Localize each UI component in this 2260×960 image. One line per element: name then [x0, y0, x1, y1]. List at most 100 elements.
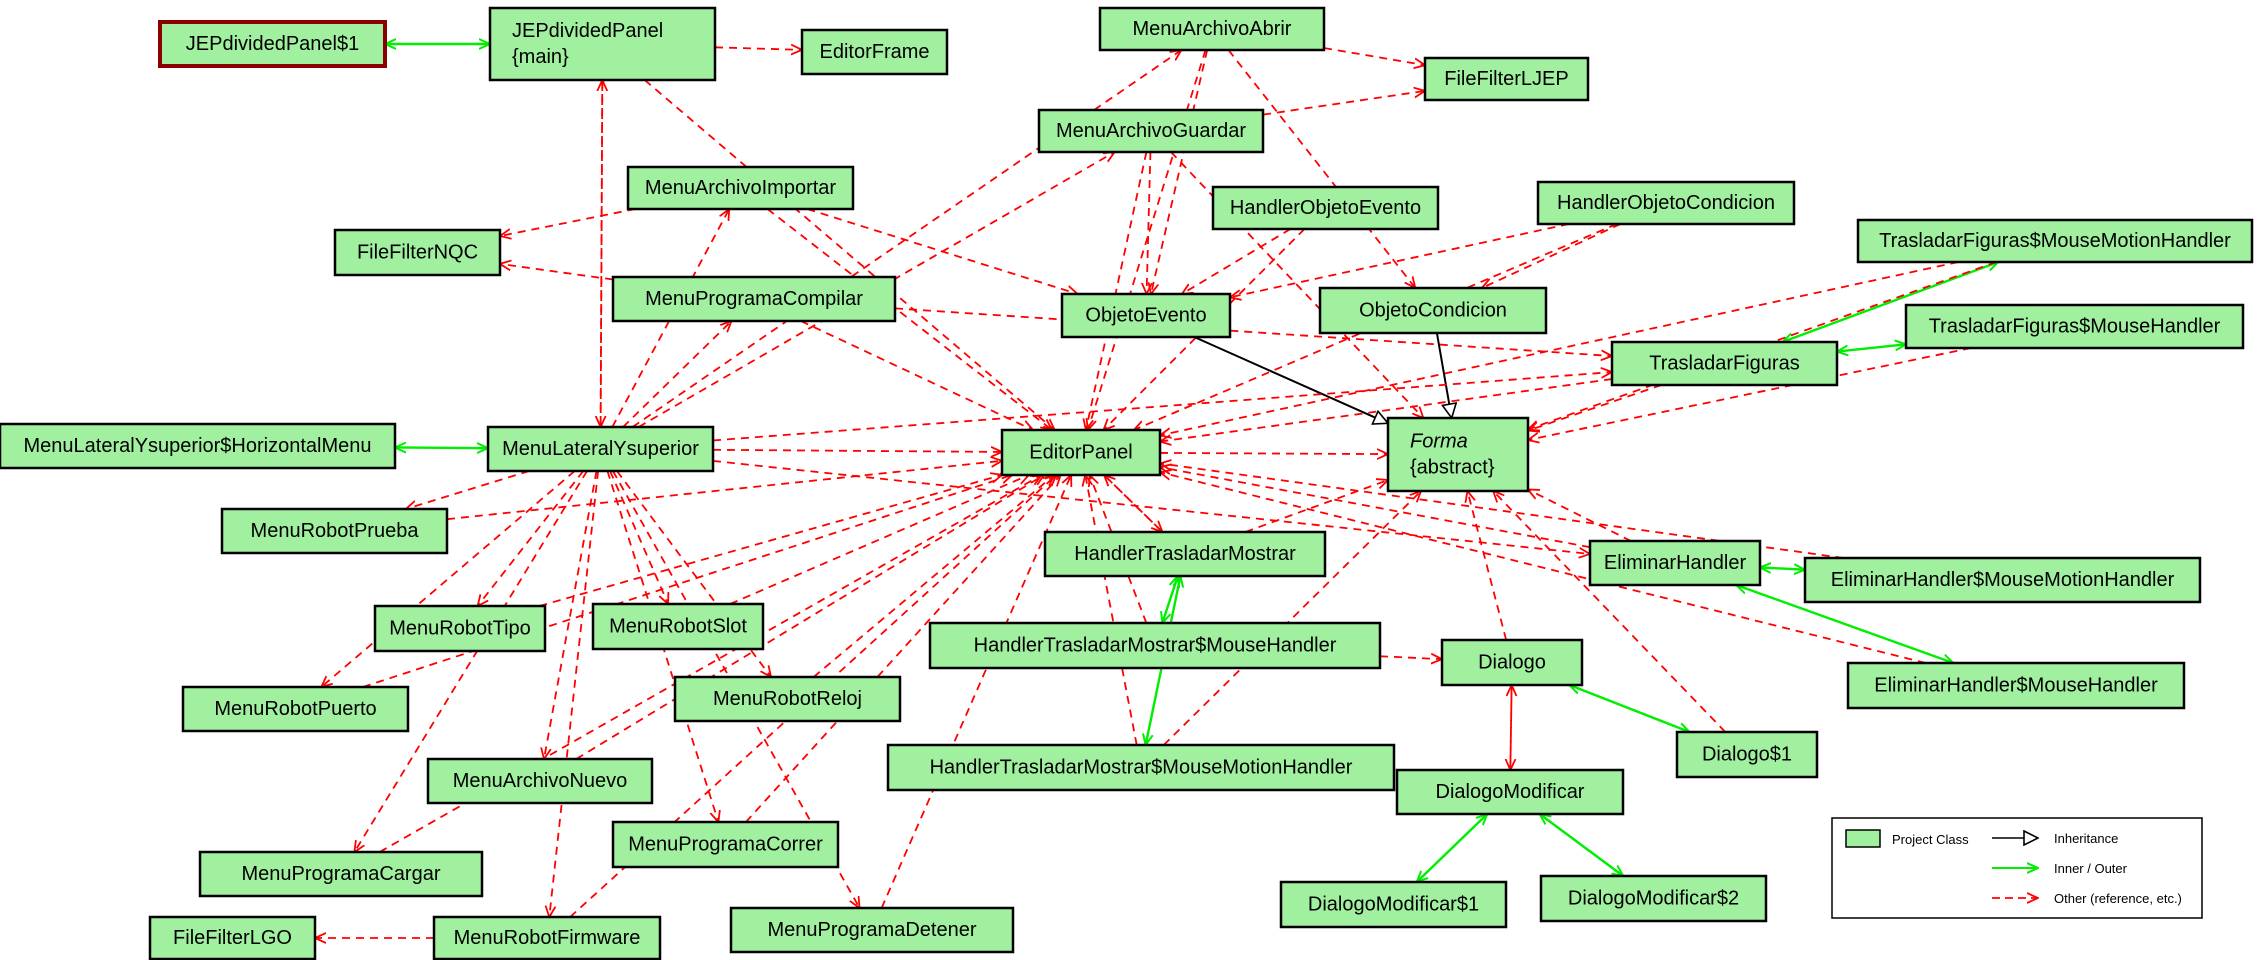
- class-node-dialogomodificar1[interactable]: DialogoModificar$1: [1279, 880, 1508, 929]
- class-node-eliminarmousemotion[interactable]: EliminarHandler$MouseMotionHandler: [1803, 556, 2202, 604]
- class-node-box: [626, 165, 855, 211]
- class-node-dialogo1[interactable]: Dialogo$1: [1675, 730, 1819, 779]
- edge-other-menuarchivoabrir-to-objetocondicion: [1227, 49, 1415, 288]
- class-node-handlerobjetocondicion[interactable]: HandlerObjetoCondicion: [1536, 180, 1796, 226]
- class-node-dialogomodificar[interactable]: DialogoModificar: [1395, 768, 1625, 816]
- edge-other-handlertrasladarmostrar-to-editorpanel: [1104, 475, 1164, 533]
- class-node-trasladarmousehandler[interactable]: TrasladarFiguras$MouseHandler: [1904, 303, 2245, 350]
- class-node-menurobotprueba[interactable]: MenuRobotPrueba: [220, 507, 449, 555]
- class-node-htmmousemotion[interactable]: HandlerTrasladarMostrar$MouseMotionHandl…: [886, 743, 1396, 792]
- class-node-eliminarhandler[interactable]: EliminarHandler: [1588, 539, 1762, 587]
- edge-other-menulateral-to-editorpanel: [712, 450, 1002, 452]
- edge-other-menuarchivoabrir-to-editorpanel: [1088, 49, 1207, 430]
- edge-other-handlerobjetoevento-to-objetoevento: [1182, 228, 1291, 294]
- class-node-label: MenuRobotReloj: [713, 688, 862, 710]
- edge-other-menulateral-to-trasladarfiguras: [712, 372, 1612, 442]
- class-node-menuprogramacargar[interactable]: MenuProgramaCargar: [198, 850, 484, 898]
- class-node-menuarchivoguardar[interactable]: MenuArchivoGuardar: [1037, 108, 1265, 154]
- legend-project-class-swatch: [1845, 829, 1881, 848]
- class-node-box: [1395, 768, 1625, 816]
- class-node-box: [1904, 303, 2245, 350]
- class-node-jepdpmain[interactable]: JEPdividedPanel{main}: [488, 6, 717, 82]
- edge-other-menurobotslot-to-editorpanel: [729, 475, 1029, 605]
- legend: Project Class Inheritance Inner / Outer …: [1831, 817, 2203, 919]
- class-node-label: FileFilterLGO: [173, 927, 292, 949]
- edge-other-eliminarmousehandler-to-editorpanel: [1160, 472, 1926, 664]
- nodes-layer: JEPdividedPanel$1 JEPdividedPanel{main} Ed…: [0, 6, 2254, 960]
- class-node-label: HandlerObjetoEvento: [1230, 197, 1421, 219]
- edge-other-menulateral-to-menuprogramacompilar: [622, 321, 731, 428]
- class-node-label: MenuProgramaCorrer: [628, 834, 823, 856]
- class-node-label: {main}: [512, 46, 569, 68]
- class-node-menuarchivoimportar[interactable]: MenuArchivoImportar: [626, 165, 855, 211]
- class-node-box: [673, 675, 902, 723]
- class-node-menuprogramacompilar[interactable]: MenuProgramaCompilar: [611, 275, 897, 323]
- class-node-objetoevento[interactable]: ObjetoEvento: [1060, 292, 1232, 339]
- class-node-handlerobjetoevento[interactable]: HandlerObjetoEvento: [1211, 185, 1440, 231]
- class-node-label: EliminarHandler$MouseHandler: [1874, 675, 2158, 697]
- class-node-menuprogramacorrer[interactable]: MenuProgramaCorrer: [611, 820, 840, 869]
- edge-inner-dialogo1-to-dialogo: [1569, 685, 1689, 732]
- edge-other-menulateral-to-menuprogramacargar: [354, 470, 588, 852]
- class-node-box: [1675, 730, 1819, 779]
- edge-other-menulateral-to-menurobotfirmware: [549, 470, 599, 917]
- class-node-box: [432, 915, 662, 960]
- class-node-label: {abstract}: [1410, 457, 1495, 479]
- class-node-trasladarmousemotion[interactable]: TrasladarFiguras$MouseMotionHandler: [1856, 218, 2254, 264]
- class-node-dialogo[interactable]: Dialogo: [1440, 638, 1584, 687]
- class-node-trasladarfiguras[interactable]: TrasladarFiguras: [1610, 340, 1839, 387]
- edge-other-menuarchivoguardar-to-objetoevento: [1147, 151, 1151, 294]
- edge-other-eliminarhandler-to-editorpanel: [1160, 467, 1591, 549]
- class-node-menulateralhorizontal[interactable]: MenuLateralYsuperior$HorizontalMenu: [0, 422, 397, 470]
- class-node-box: [0, 422, 397, 470]
- class-node-label: EliminarHandler: [1604, 552, 1747, 574]
- class-node-menurobottipo[interactable]: MenuRobotTipo: [373, 604, 547, 653]
- edge-other-menuarchivoimportar-to-filefilternqc: [500, 208, 636, 236]
- edge-inherit-objetocondicion-to-forma: [1435, 332, 1452, 418]
- class-node-label: MenuRobotSlot: [609, 616, 747, 638]
- edge-other-menulateral-to-menurobottipo: [478, 470, 584, 606]
- class-node-label: JEPdividedPanel$1: [186, 33, 359, 55]
- class-node-menurobotpuerto[interactable]: MenuRobotPuerto: [181, 685, 410, 733]
- class-node-box: [1211, 185, 1440, 231]
- class-node-filefilterljep[interactable]: FileFilterLJEP: [1423, 56, 1590, 102]
- class-node-label: MenuProgramaCargar: [242, 863, 441, 885]
- class-node-objetocondicion[interactable]: ObjetoCondicion: [1318, 286, 1548, 335]
- class-node-forma[interactable]: Forma{abstract}: [1386, 416, 1530, 493]
- class-node-box: [886, 743, 1396, 792]
- class-node-menulateral[interactable]: MenuLateralYsuperior: [486, 425, 715, 473]
- class-node-htmmousehandler[interactable]: HandlerTrasladarMostrar$MouseHandler: [928, 621, 1382, 670]
- class-node-filefilternqc[interactable]: FileFilterNQC: [333, 228, 502, 277]
- class-node-filefilterlgo[interactable]: FileFilterLGO: [148, 915, 317, 960]
- edge-other-menuarchivoguardar-to-filefilterljep: [1262, 91, 1425, 116]
- class-node-menurobotreloj[interactable]: MenuRobotReloj: [673, 675, 902, 723]
- class-node-editorframe[interactable]: EditorFrame: [800, 28, 949, 76]
- class-node-dialogomodificar2[interactable]: DialogoModificar$2: [1539, 874, 1768, 923]
- legend-project-class-label: Project Class: [1892, 832, 1969, 847]
- legend-inheritance-label: Inheritance: [2054, 831, 2118, 846]
- class-node-box: [1098, 6, 1326, 52]
- class-node-label: EliminarHandler$MouseMotionHandler: [1831, 569, 2175, 591]
- class-node-box: [198, 850, 484, 898]
- class-node-menurobotslot[interactable]: MenuRobotSlot: [591, 602, 765, 651]
- class-node-editorpanel[interactable]: EditorPanel: [1000, 428, 1162, 477]
- class-node-menuarchivonuevo[interactable]: MenuArchivoNuevo: [426, 757, 654, 805]
- edge-other-menuprogramadetener-to-editorpanel: [880, 475, 1072, 909]
- edge-other-htmmousemotion-to-editorpanel: [1085, 475, 1138, 746]
- class-node-jepdp1[interactable]: JEPdividedPanel$1: [158, 20, 387, 68]
- class-node-menuarchivoabrir[interactable]: MenuArchivoAbrir: [1098, 6, 1326, 52]
- class-node-menuprogramadetener[interactable]: MenuProgramaDetener: [729, 906, 1015, 954]
- class-node-menurobotfirmware[interactable]: MenuRobotFirmware: [432, 915, 662, 960]
- class-node-box: [488, 6, 717, 82]
- edge-other-htmmousemotion-to-forma: [1163, 491, 1421, 746]
- edge-other-menurobotreloj-to-editorpanel: [813, 475, 1055, 678]
- edge-other-handlerobjetocondicion-to-objetocondicion: [1482, 223, 1621, 288]
- edge-inherit-objetoevento-to-forma: [1193, 336, 1388, 423]
- edge-other-dialogo1-to-forma: [1493, 491, 1726, 733]
- edge-inner-trasladarmousehandler-to-trasladarfiguras: [1837, 344, 1906, 351]
- edge-inner-eliminarmousehandler-to-eliminarhandler: [1736, 585, 1953, 663]
- class-node-handlertrasladarmostrar[interactable]: HandlerTrasladarMostrar: [1043, 530, 1327, 578]
- class-node-label: HandlerTrasladarMostrar: [1074, 543, 1296, 565]
- class-node-eliminarmousehandler[interactable]: EliminarHandler$MouseHandler: [1846, 661, 2186, 710]
